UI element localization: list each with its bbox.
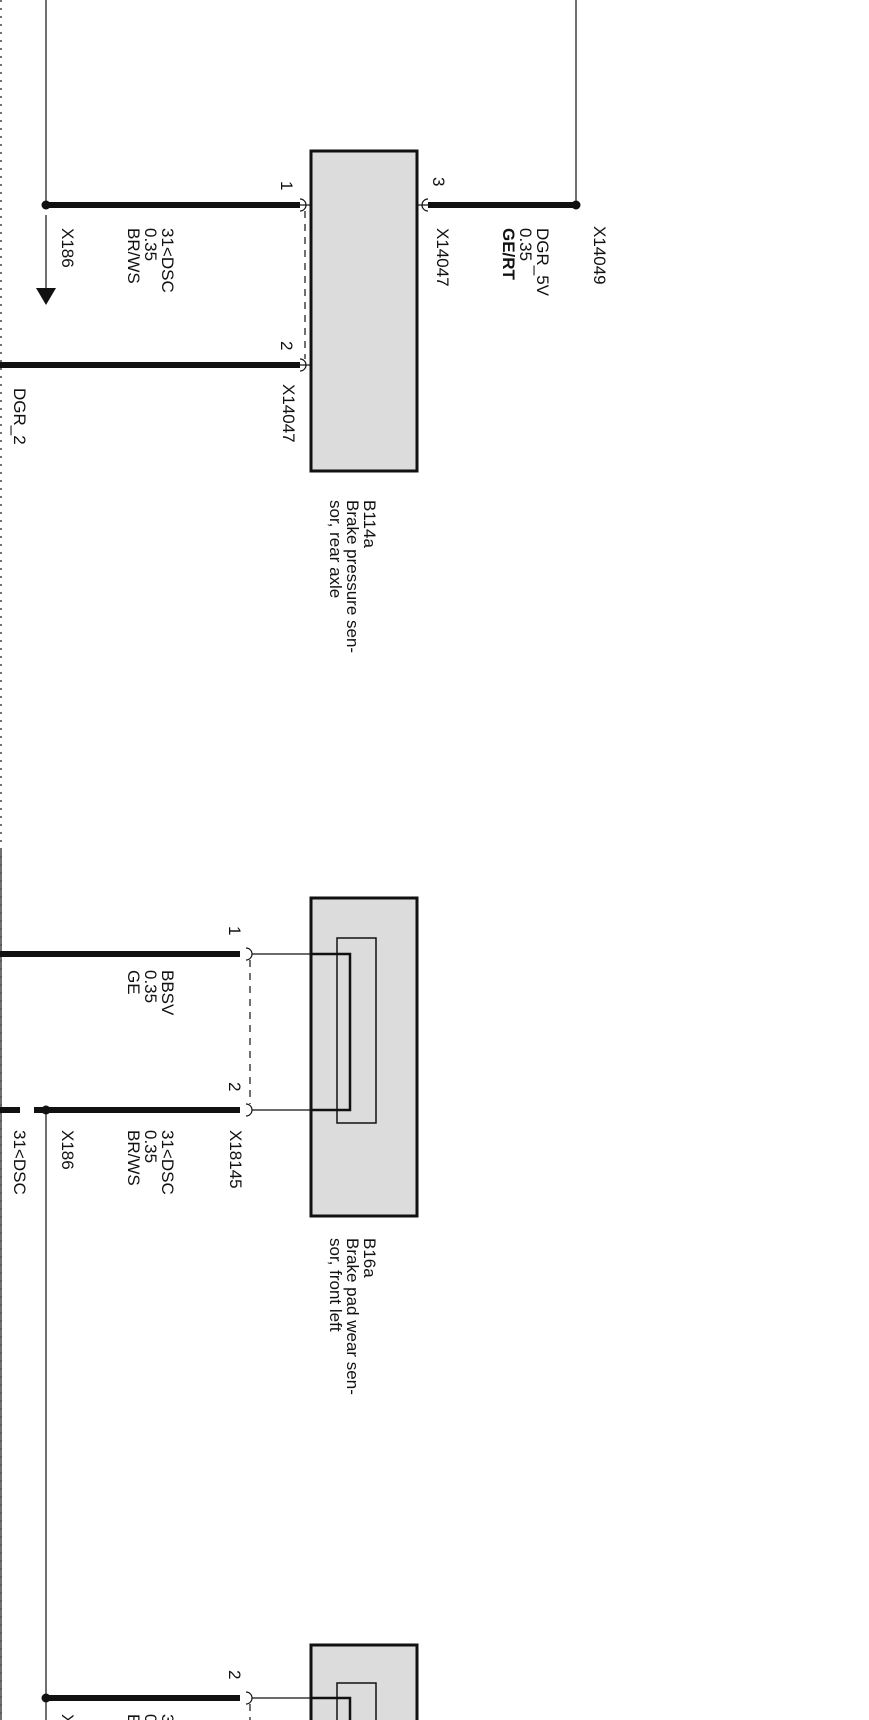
- wire-label-bbsv: BBSV 0.35 GE: [124, 970, 177, 1016]
- pin-icon: [245, 1691, 253, 1705]
- wire-signal: DGR_5V: [533, 228, 552, 297]
- arrow-down-icon: [36, 288, 56, 305]
- partial-sensor-inner-outline: [336, 1682, 377, 1720]
- wire-signal: 31<DSC: [10, 1130, 29, 1195]
- pin-number: 1: [277, 181, 296, 190]
- b16a-sensor-loop: [311, 952, 352, 1112]
- connector-label: X14047: [433, 228, 452, 287]
- wire-size: 0.35: [141, 228, 160, 261]
- pin-number: 3: [429, 177, 448, 186]
- component-partial-bottom[interactable]: [309, 1643, 419, 1720]
- wire-signal: 31<DSC: [158, 228, 177, 293]
- wire-size: 0.35: [141, 1130, 160, 1163]
- wire-signal: 31<DSC: [158, 1130, 177, 1195]
- partial-sensor-loop: [311, 1696, 352, 1720]
- wire-signal: BBSV: [158, 970, 177, 1016]
- wire-label-partial: 3: [158, 1714, 177, 1720]
- b114a-body[interactable]: [309, 149, 419, 473]
- component-b16a[interactable]: [309, 896, 419, 1218]
- component-name: Brake pad wear sen-: [343, 1238, 362, 1395]
- component-id: B114a: [360, 500, 379, 548]
- pin-number: 1: [225, 926, 244, 935]
- wire-label-dgr5v: DGR_5V 0.35 GE/RT: [499, 228, 552, 297]
- component-id: B16a: [360, 1238, 379, 1278]
- b16a-body[interactable]: [309, 896, 419, 1218]
- wire-color: GE/RT: [499, 228, 518, 281]
- splice-dot-icon: [41, 1693, 51, 1703]
- component-name: sor, rear axle: [326, 500, 345, 598]
- b16a-label: B16a Brake pad wear sen- sor, front left: [326, 1238, 379, 1395]
- connector-label: X186: [58, 228, 77, 268]
- wire-color: BR/WS: [124, 1130, 143, 1186]
- wire-label-31dsc: 31<DSC 0.35 BR/WS: [124, 228, 177, 293]
- wire-label-partial: E: [124, 1714, 143, 1720]
- component-name: Brake pressure sen-: [343, 500, 362, 653]
- connector-label: X14049: [590, 226, 609, 285]
- pin-number: 2: [225, 1670, 244, 1679]
- wire-gap: [20, 1104, 34, 1116]
- component-name: sor, front left: [326, 1238, 345, 1332]
- wire-size: 0.35: [141, 970, 160, 1003]
- connector-label: X186: [58, 1130, 77, 1170]
- wire-color: GE: [124, 970, 143, 995]
- pin-number: 2: [277, 341, 296, 350]
- pin-number: 2: [225, 1082, 244, 1091]
- wire-color: BR/WS: [124, 228, 143, 284]
- splice-dot-icon: [571, 200, 581, 210]
- b16a-sensor-inner-outline: [336, 937, 377, 1124]
- wire-size: 0.35: [516, 228, 535, 261]
- connector-label: X18145: [226, 1130, 245, 1189]
- b114a-label: B114a Brake pressure sen- sor, rear axle: [326, 500, 379, 653]
- connector-label: X14047: [279, 384, 298, 443]
- pin-icon: [245, 1103, 253, 1117]
- splice-dot-icon: [41, 200, 51, 210]
- pin-icon: [245, 947, 253, 961]
- wire-label-partial: 0: [141, 1714, 160, 1720]
- connector-label-partial: X: [58, 1714, 77, 1720]
- wire-signal: DGR_2: [10, 388, 29, 445]
- wire-label-31dsc-b16a: 31<DSC 0.35 BR/WS: [124, 1130, 177, 1195]
- component-b114a[interactable]: [309, 149, 419, 473]
